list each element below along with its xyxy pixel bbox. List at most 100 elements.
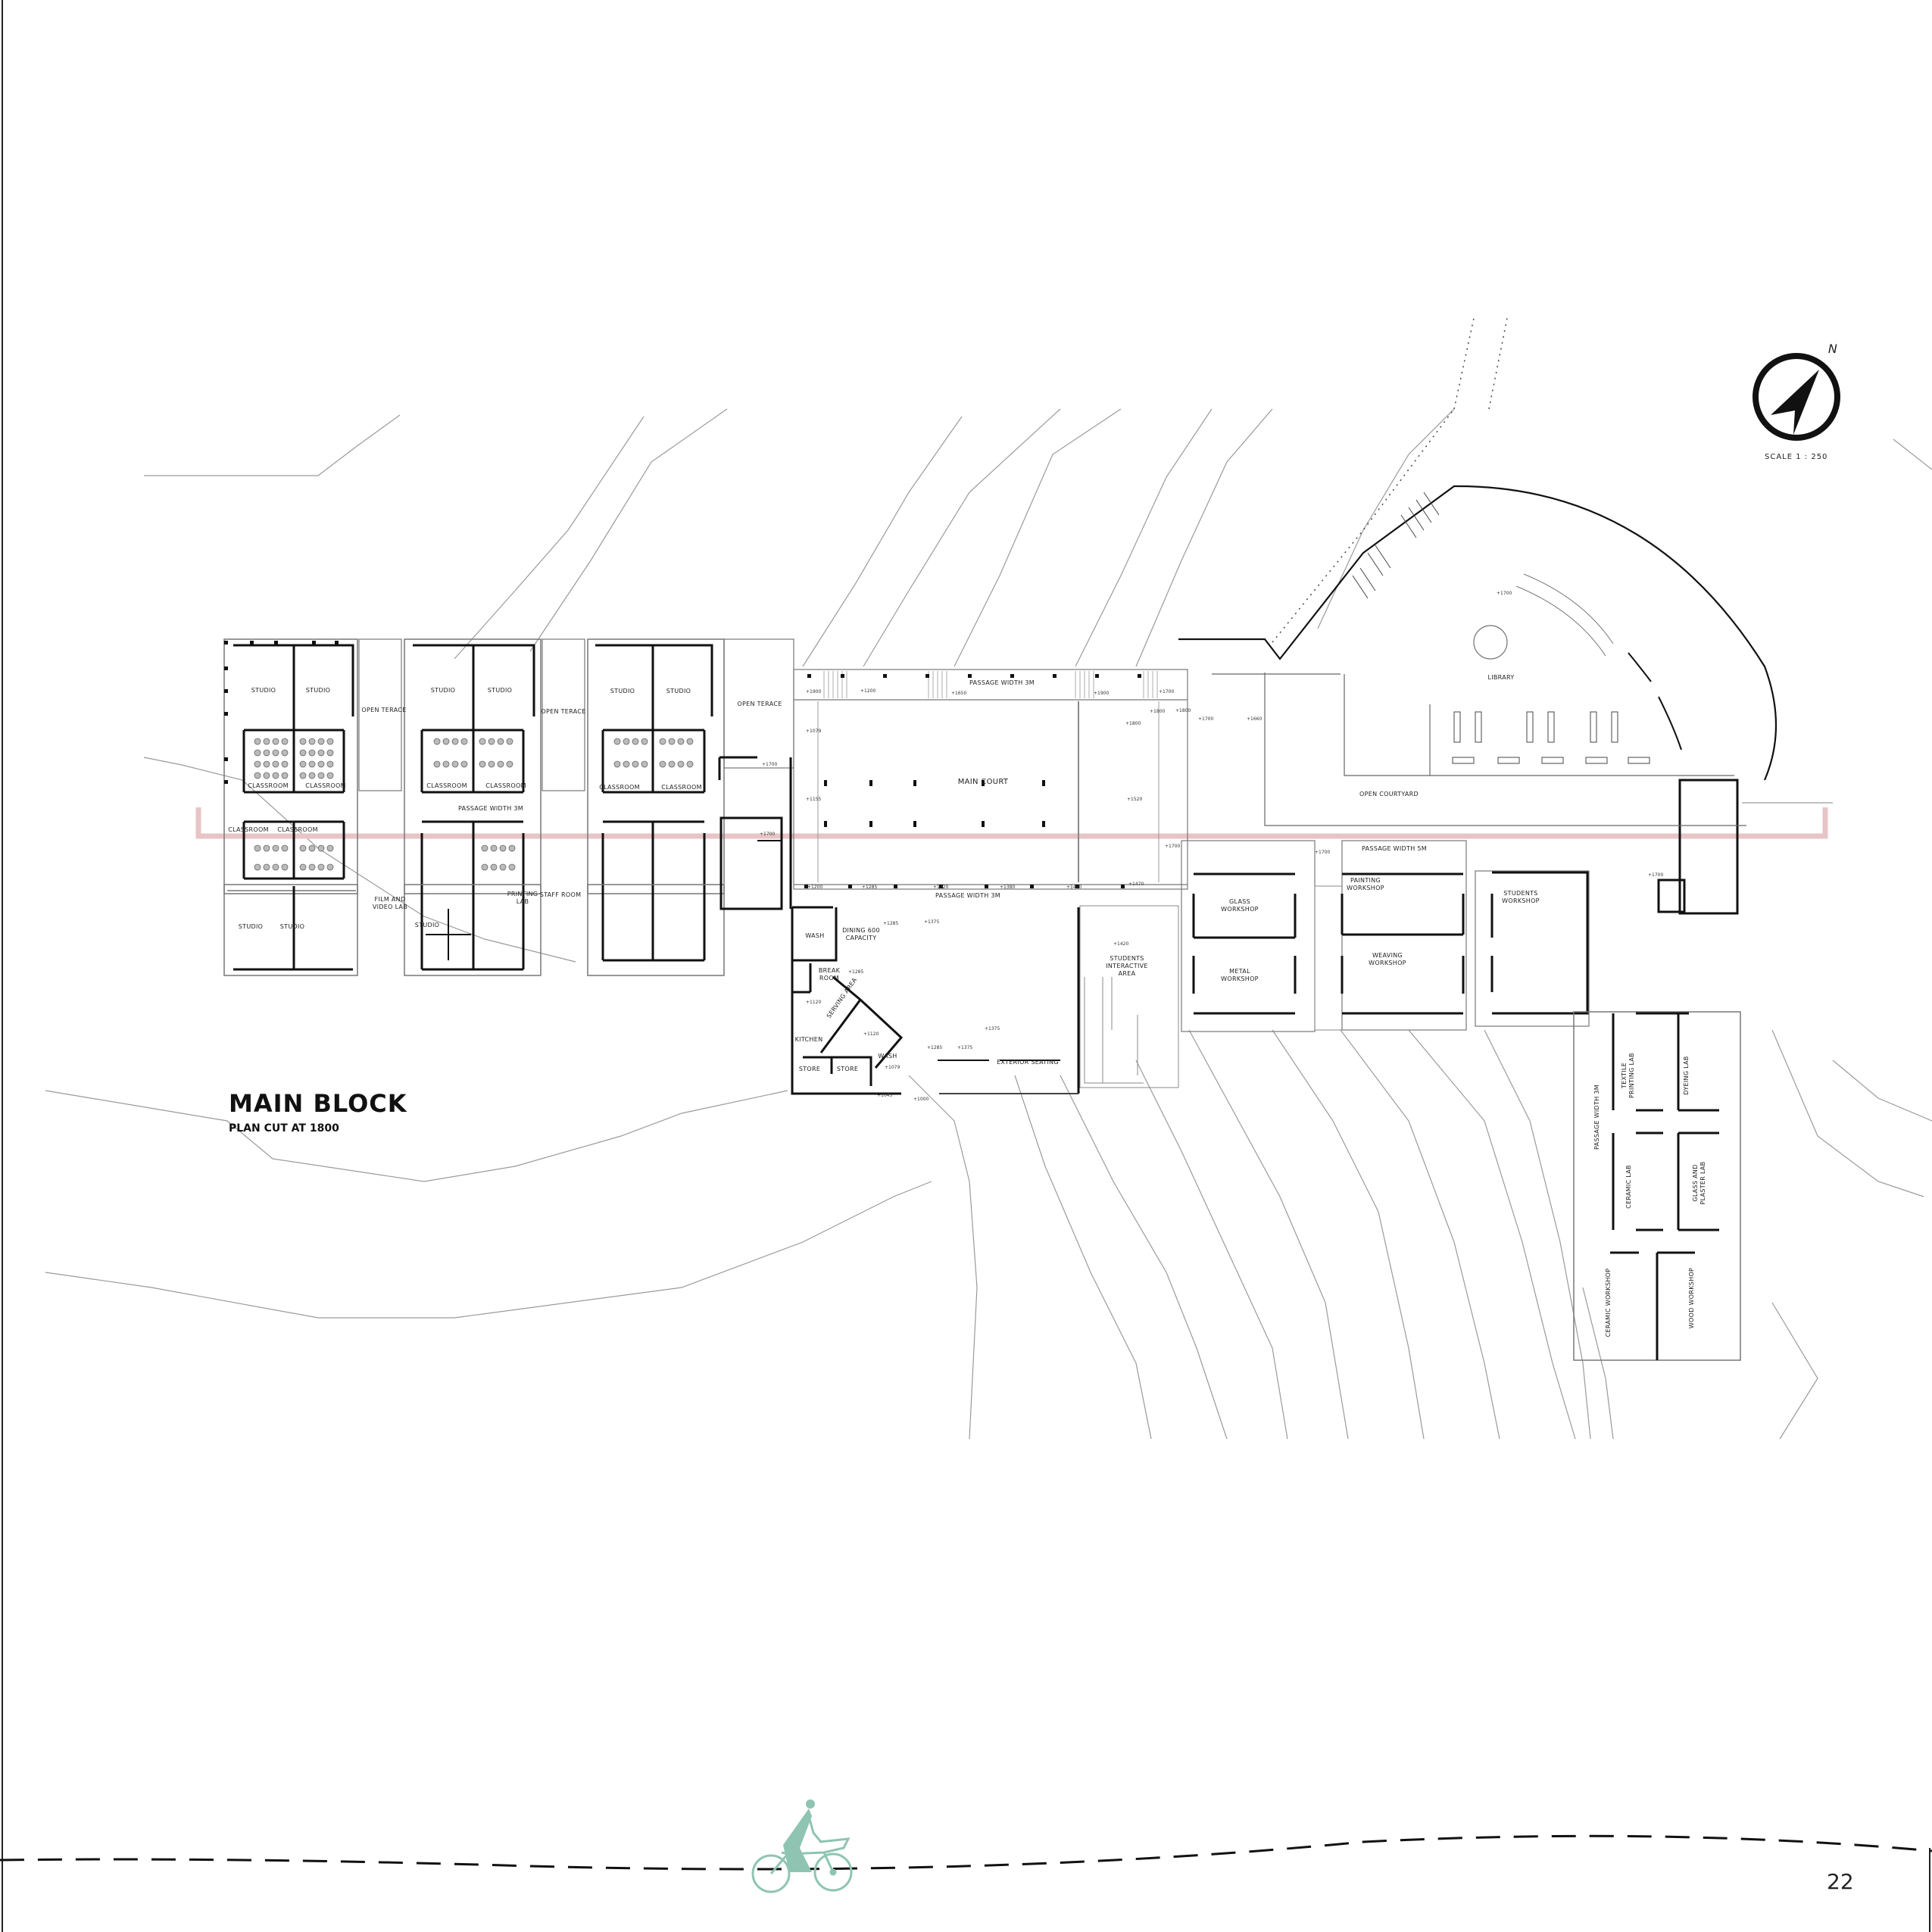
room-label-dining: DINING 600 CAPACITY xyxy=(842,927,880,941)
room-label-painting-workshop: PAINTING WORKSHOP xyxy=(1347,877,1384,891)
level-marker: +1800 xyxy=(1150,709,1166,714)
level-marker: +1700 xyxy=(1315,850,1331,855)
level-marker: +1800 xyxy=(1125,721,1141,726)
level-marker: +1700 xyxy=(1648,872,1664,878)
room-label-ceramic-workshop: CERAMIC WORKSHOP xyxy=(1605,1268,1612,1337)
section-cut-line xyxy=(195,807,1828,839)
room-label-open-terrace: OPEN TERACE xyxy=(737,701,782,707)
level-marker: +1000 xyxy=(913,1097,929,1102)
page-number: 22 xyxy=(1827,1869,1854,1894)
room-label-break-room: BREAK ROOM xyxy=(818,967,841,982)
level-marker: +1520 xyxy=(1127,797,1143,802)
room-label-store: STORE xyxy=(798,1066,821,1072)
level-marker: +1045 xyxy=(877,1093,893,1098)
room-label-studio: STUDIO xyxy=(279,923,305,930)
north-label: N xyxy=(1827,342,1838,356)
room-label-classroom: CLASSROOM xyxy=(277,826,318,833)
level-marker: +1200 xyxy=(860,688,876,694)
room-label-classroom: CLASSROOM xyxy=(485,782,526,789)
page-border xyxy=(2,0,3,1932)
level-marker: +1700 xyxy=(1159,689,1175,694)
room-label-store: STORE xyxy=(836,1066,859,1072)
room-label-weaving-workshop: WEAVING WORKSHOP xyxy=(1369,952,1406,966)
room-label-open-terrace: OPEN TERACE xyxy=(541,708,586,715)
room-label-students-workshop: STUDENTS WORKSHOP xyxy=(1502,890,1540,904)
level-marker: +1700 xyxy=(762,762,778,767)
room-label-library: LIBRARY xyxy=(1487,674,1515,681)
room-label-open-courtyard: OPEN COURTYARD xyxy=(1359,791,1419,797)
room-label-ceramic-lab: CERAMIC LAB xyxy=(1625,1165,1632,1209)
level-marker: +1285 xyxy=(927,1045,943,1050)
level-marker: +1079 xyxy=(885,1065,900,1070)
room-label-wash: WASH xyxy=(805,932,825,939)
room-label-wood-workshop: WOOD WORKSHOP xyxy=(1688,1267,1695,1329)
room-label-passage: PASSAGE WIDTH 3M xyxy=(935,892,1000,899)
level-marker: +1285 xyxy=(883,921,899,926)
level-marker: +1120 xyxy=(806,1000,822,1005)
room-label-kitchen: KITCHEN xyxy=(794,1036,823,1043)
level-marker: +1700 xyxy=(1198,716,1214,722)
room-label-glass-workshop: GLASS WORKSHOP xyxy=(1221,898,1259,913)
room-label-studio: STUDIO xyxy=(610,688,635,694)
room-label-open-terrace: OPEN TERACE xyxy=(361,707,407,713)
room-label-glass-plaster-lab: GLASS AND PLASTER LAB xyxy=(1692,1161,1706,1205)
level-marker: +1285 xyxy=(848,969,864,975)
room-label-classroom: CLASSROOM xyxy=(228,826,269,833)
level-marker: +1420 xyxy=(1066,885,1082,890)
level-marker: +1800 xyxy=(1175,708,1191,713)
structural-columns xyxy=(224,641,1141,888)
level-marker: +1650 xyxy=(951,691,967,696)
room-label-studio: STUDIO xyxy=(666,688,691,694)
level-marker: +1900 xyxy=(806,689,822,694)
room-label-film-video-lab: FILM AND VIDEO LAB xyxy=(372,896,408,910)
level-marker: +1700 xyxy=(1165,844,1181,849)
site-contours xyxy=(45,408,1932,1440)
page-border xyxy=(1929,1848,1930,1932)
level-marker: +1375 xyxy=(924,919,940,925)
room-label-main-court: MAIN COURT xyxy=(957,778,1009,786)
room-label-metal-workshop: METAL WORKSHOP xyxy=(1221,968,1259,982)
room-label-classroom: CLASSROOM xyxy=(305,782,346,789)
ground-line xyxy=(0,1834,1932,1871)
level-marker: +1470 xyxy=(1128,882,1144,887)
sheet-title: MAIN BLOCK xyxy=(229,1089,407,1118)
level-marker: +1155 xyxy=(806,797,822,802)
room-label-textile-printing-lab: TEXTILE PRINTING LAB xyxy=(1621,1053,1635,1098)
room-label-students-interactive-area: STUDENTS INTERACTIVE AREA xyxy=(1106,955,1148,977)
scale-label: SCALE 1 : 250 xyxy=(1765,453,1828,461)
room-label-studio: STUDIO xyxy=(414,922,440,929)
level-marker: +1375 xyxy=(985,1026,1000,1032)
room-label-passage: PASSAGE WIDTH 3M xyxy=(969,679,1035,686)
level-marker: +1285 xyxy=(862,885,878,890)
level-marker: +1380 xyxy=(1000,885,1016,890)
room-label-passage: PASSAGE WIDTH 5M xyxy=(1362,845,1427,852)
level-marker: +1700 xyxy=(1497,591,1512,596)
room-label-studio: STUDIO xyxy=(305,687,331,694)
level-marker: +1079 xyxy=(806,729,822,734)
room-label-studio: STUDIO xyxy=(487,687,513,694)
level-marker: +1375 xyxy=(957,1045,973,1050)
room-label-wash: WASH xyxy=(878,1053,897,1060)
room-label-classroom: CLASSROOM xyxy=(426,782,467,789)
room-label-staff-room: STAFF ROOM xyxy=(539,891,582,898)
room-label-studio: STUDIO xyxy=(238,923,264,930)
room-label-classroom: CLASSROOM xyxy=(599,784,640,791)
room-label-dyeing-lab: DYEING LAB xyxy=(1683,1056,1690,1095)
sheet-subtitle: PLAN CUT AT 1800 xyxy=(229,1122,339,1135)
classroom-seats xyxy=(254,738,694,871)
room-label-exterior-seating: EXTERIOR SEATING xyxy=(997,1059,1059,1066)
room-label-studio: STUDIO xyxy=(251,687,276,694)
north-arrow-icon xyxy=(1753,353,1840,441)
room-label-passage: PASSAGE WIDTH 3M xyxy=(458,805,523,812)
room-label-studio: STUDIO xyxy=(430,687,456,694)
level-marker: +1200 xyxy=(807,885,823,890)
level-marker: +1120 xyxy=(863,1032,879,1037)
room-label-passage: PASSAGE WIDTH 3M xyxy=(1593,1085,1600,1150)
level-marker: +1660 xyxy=(1247,716,1263,722)
room-label-printing-lab: PRINTING LAB xyxy=(507,891,538,905)
level-marker: +1320 xyxy=(933,885,949,890)
cyclist-icon xyxy=(751,1799,853,1893)
room-label-classroom: CLASSROOM xyxy=(661,784,702,791)
level-marker: +1900 xyxy=(1094,691,1110,696)
